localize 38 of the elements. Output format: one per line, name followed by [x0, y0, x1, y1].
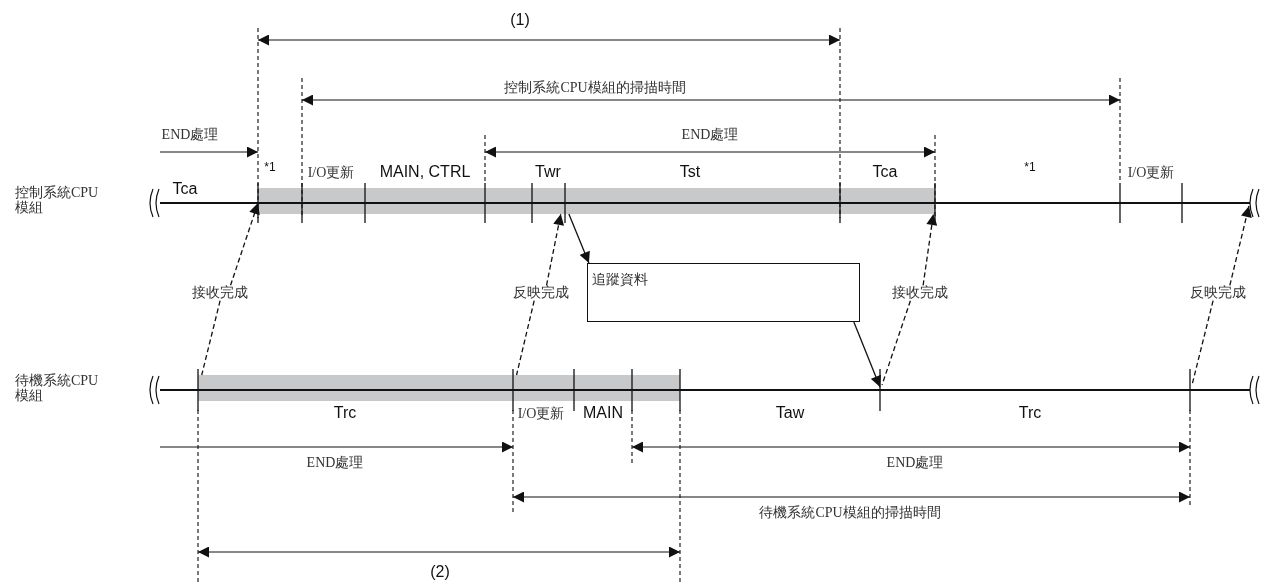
row-label: 控制系統CPU模組 — [15, 184, 100, 216]
dimension-label: 控制系統CPU模組的掃描時間 — [504, 80, 686, 96]
arrow — [853, 321, 881, 388]
dimension-label: END處理 — [306, 455, 364, 471]
segment-label: I/O更新 — [1127, 165, 1175, 181]
leader-line — [881, 300, 912, 386]
data-box: 追蹤資料 — [587, 263, 860, 322]
status-label: 接收完成 — [192, 285, 248, 301]
footnote-mark: *1 — [1024, 161, 1036, 175]
row-label: 待機系統CPU模組 — [15, 372, 100, 404]
footnote-mark: *1 — [264, 161, 276, 175]
dimension-label: END處理 — [886, 455, 944, 471]
segment-label: MAIN — [583, 404, 623, 422]
status-label: 反映完成 — [513, 285, 569, 301]
segment-label: Tca — [872, 163, 898, 181]
highlight-band — [198, 375, 680, 401]
dimension-label: 待機系統CPU模組的掃描時間 — [759, 505, 941, 521]
leader-line — [1229, 205, 1252, 286]
status-label: 接收完成 — [892, 285, 948, 301]
leader-line — [515, 300, 535, 376]
segment-label: Trc — [333, 404, 357, 422]
leader-line — [229, 202, 260, 286]
dimension-label: END處理 — [161, 127, 219, 143]
leader-line — [201, 300, 221, 376]
dimension-label: END處理 — [681, 127, 739, 143]
segment-label: Trc — [1018, 404, 1042, 422]
arrow — [568, 213, 590, 264]
status-label: 反映完成 — [1190, 285, 1246, 301]
segment-label: Tca — [172, 180, 198, 198]
segment-label: Tst — [679, 163, 701, 181]
highlight-band — [258, 188, 935, 214]
segment-label: Twr — [535, 163, 561, 181]
leader-line — [545, 213, 565, 286]
segment-label: Taw — [775, 404, 805, 422]
leader-line — [922, 213, 938, 286]
leader-line — [1191, 300, 1214, 386]
dimension-label: (2) — [430, 563, 450, 581]
dimension-label: (1) — [510, 11, 530, 29]
